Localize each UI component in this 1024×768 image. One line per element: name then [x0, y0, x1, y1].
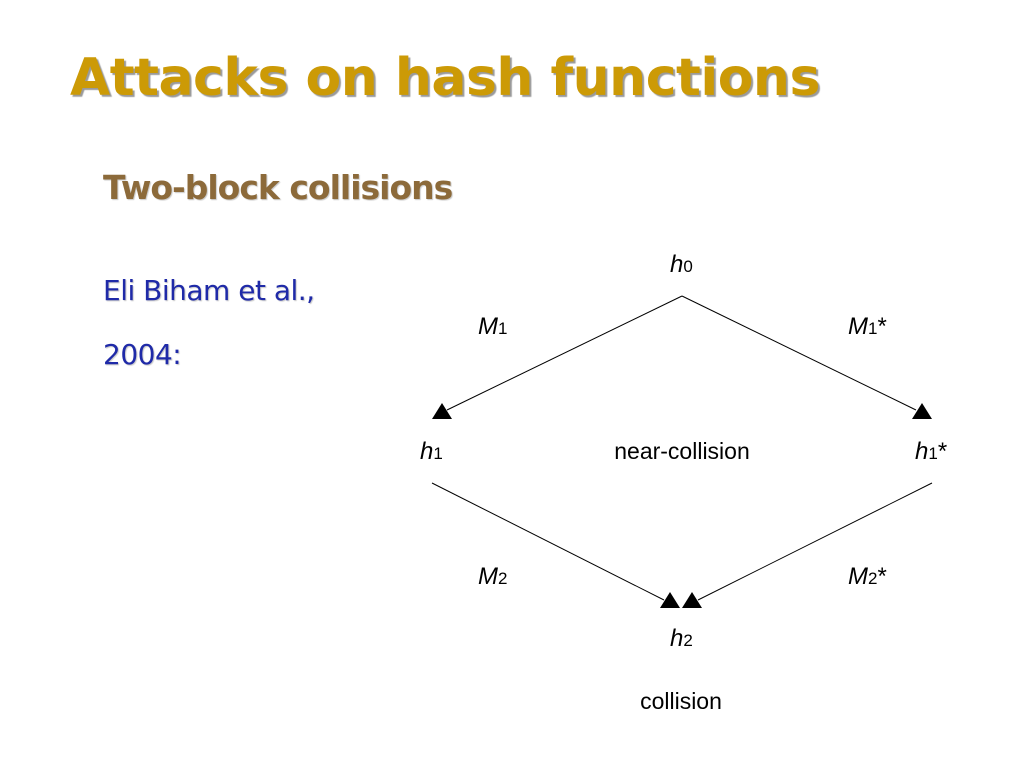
diagram-arrowheads	[432, 403, 932, 608]
node-h2-sub: 2	[683, 631, 692, 650]
node-h1-star-label: h1*	[915, 438, 947, 465]
edge-h1-h2	[431, 482, 665, 601]
edge-m1-sub: 1	[498, 319, 507, 338]
edge-m1-star-suffix: *	[877, 313, 886, 340]
collision-label: collision	[640, 688, 722, 714]
node-h0-base: h	[670, 251, 683, 278]
node-h0-sub: 0	[683, 257, 692, 276]
node-h1-star-base: h	[915, 438, 928, 465]
edge-m1-star-sub: 1	[868, 319, 877, 338]
edge-m1-star-base: M	[848, 313, 868, 340]
node-h1-star-sub: 1	[928, 444, 937, 463]
arrowhead-h2-right	[682, 592, 702, 608]
edge-m2-star-label: M2*	[848, 563, 887, 590]
diagram-edges	[431, 295, 933, 601]
node-h2-base: h	[670, 625, 683, 652]
edge-m2-label: M2	[478, 563, 507, 590]
node-h1-label: h1	[420, 438, 443, 465]
node-h1-base: h	[420, 438, 433, 465]
node-h2-label: h2	[670, 625, 693, 652]
edge-h1-star-h2	[697, 482, 933, 601]
arrowhead-h1	[432, 403, 452, 419]
node-h1-sub: 1	[433, 444, 442, 463]
slide-subtitle: Two-block collisions	[103, 168, 453, 207]
slide-title: Attacks on hash functions	[70, 48, 820, 108]
edge-h0-h1	[446, 295, 683, 411]
edge-m2-star-suffix: *	[877, 563, 886, 590]
edge-m2-star-base: M	[848, 563, 868, 590]
edge-m2-base: M	[478, 563, 498, 590]
arrowhead-h2-left	[660, 592, 680, 608]
edge-m1-base: M	[478, 313, 498, 340]
edge-m2-star-sub: 2	[868, 569, 877, 588]
year-line: 2004:	[103, 338, 182, 371]
author-line: Eli Biham et al.,	[103, 274, 315, 307]
node-h1-star-suffix: *	[938, 438, 947, 465]
edge-m2-sub: 2	[498, 569, 507, 588]
edge-h0-h1-star	[681, 295, 917, 411]
edge-m1-label: M1	[478, 313, 507, 340]
near-collision-label: near-collision	[614, 438, 750, 464]
node-h0-label: h0	[670, 251, 693, 278]
arrowhead-h1-star	[912, 403, 932, 419]
edge-m1-star-label: M1*	[848, 313, 887, 340]
